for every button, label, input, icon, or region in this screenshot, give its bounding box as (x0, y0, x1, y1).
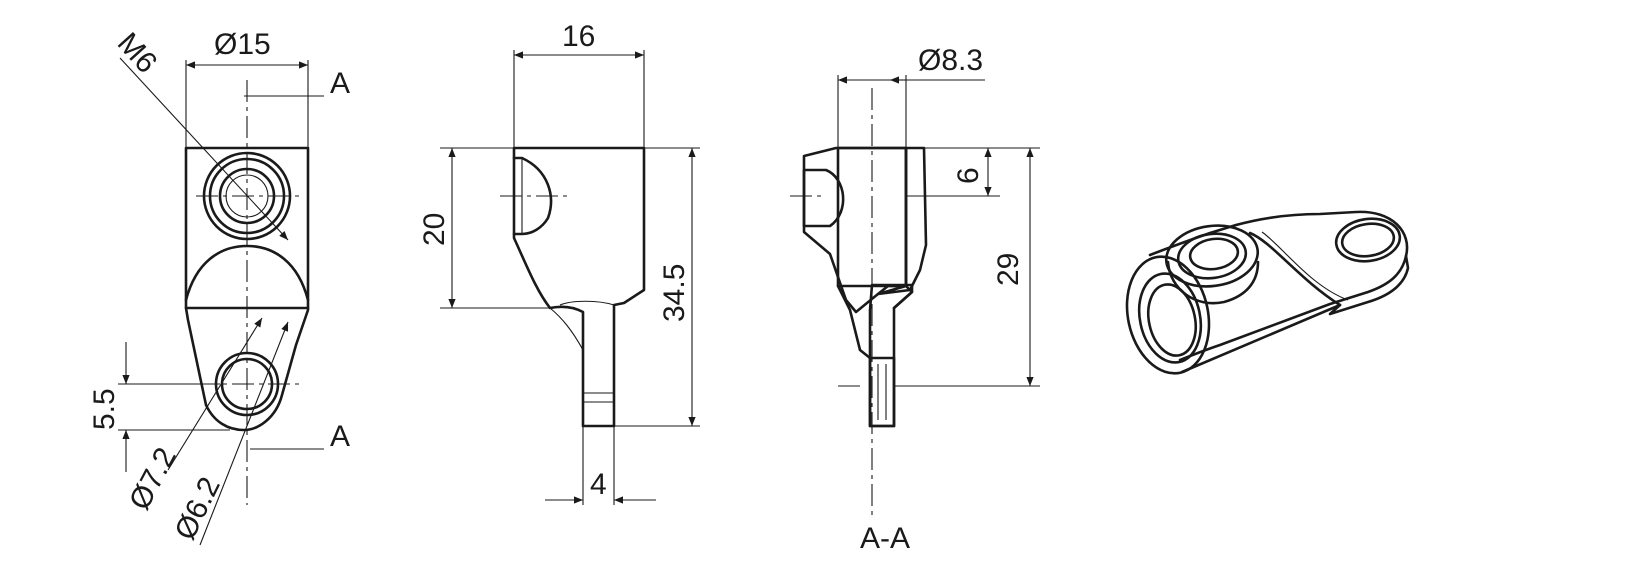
section-view: Ø8.3 6 29 A-A (790, 44, 1040, 555)
dim-width: 16 (562, 20, 595, 53)
dim-thread: M6 (111, 27, 163, 80)
dim-tab-thickness: 4 (590, 468, 607, 501)
dim-bore-inner: Ø6.2 (169, 472, 227, 545)
isometric-view (1125, 210, 1410, 375)
front-view: Ø15 A A M6 5.5 Ø7.2 Ø6.2 (88, 27, 350, 546)
dim-offset: 5.5 (88, 388, 121, 430)
dim-depth: 6 (952, 167, 985, 184)
dim-hole-distance: 29 (992, 253, 1025, 286)
dim-bore-outer: Ø7.2 (123, 442, 183, 515)
section-marker-bottom: A (330, 420, 350, 453)
dim-counterbore: Ø8.3 (918, 44, 983, 77)
dim-height-total: 34.5 (658, 264, 691, 322)
side-view: 16 20 34.5 4 (418, 20, 700, 505)
section-label: A-A (860, 522, 910, 555)
dim-outer-diameter: Ø15 (214, 28, 271, 61)
dim-height-upper: 20 (418, 213, 451, 246)
section-marker-top: A (330, 67, 350, 100)
